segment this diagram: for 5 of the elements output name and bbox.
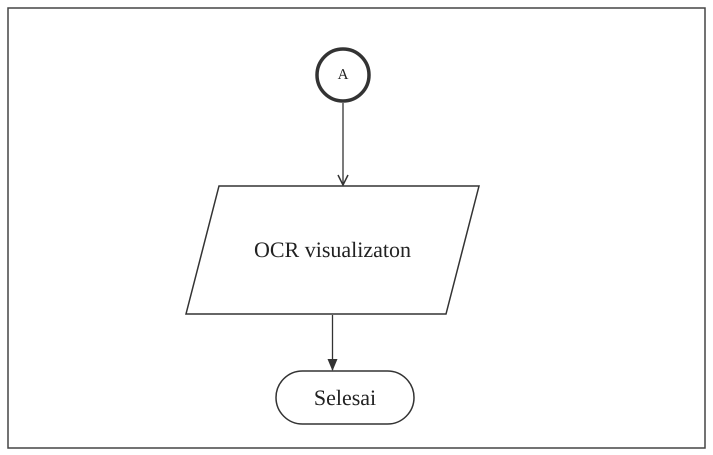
arrow	[337, 103, 349, 186]
arrow	[328, 315, 338, 371]
node-label: A	[338, 66, 348, 85]
node-label: OCR visualizaton	[254, 236, 412, 264]
node-label: Selesai	[314, 384, 376, 412]
